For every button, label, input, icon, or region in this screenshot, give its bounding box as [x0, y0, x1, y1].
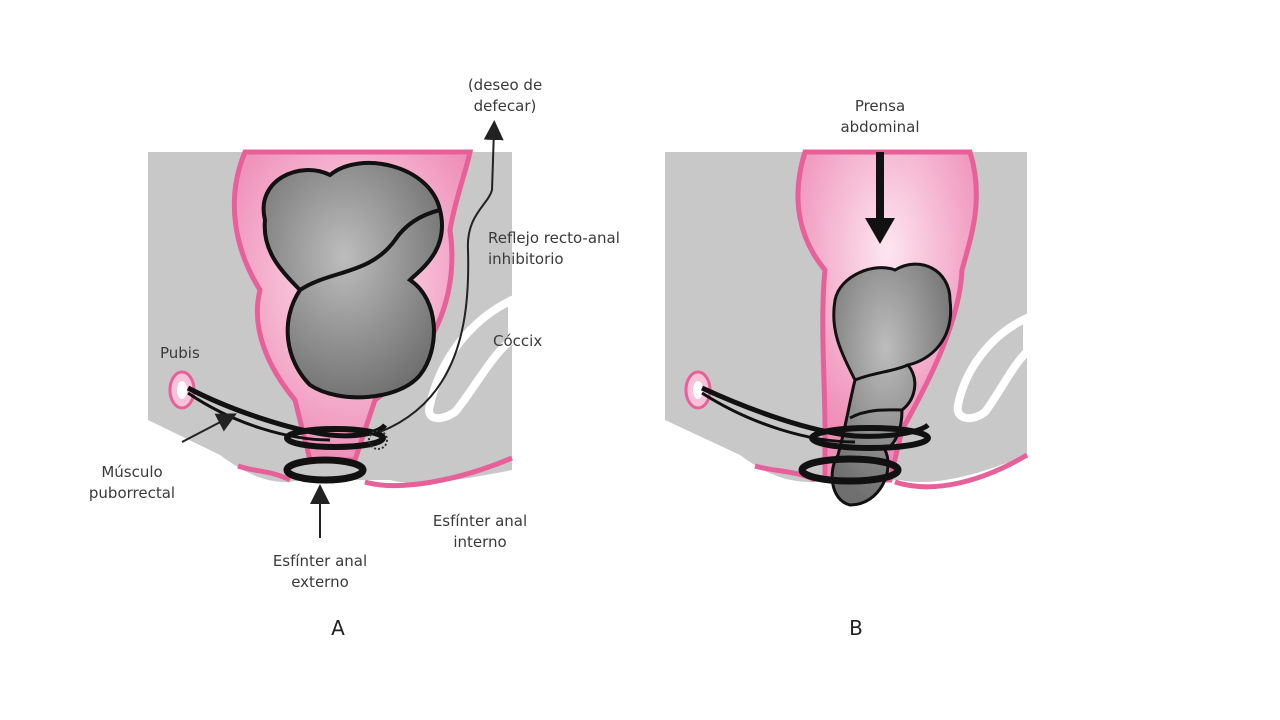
external-sphincter-ring-b [798, 455, 902, 485]
panel-b-letter: B [849, 616, 863, 640]
press-arrow-head [865, 218, 895, 244]
internal-sphincter-ring [284, 426, 386, 450]
panel-a: (deseo de defecar) Reflejo recto-anal in… [88, 76, 620, 640]
external-sphincter-label: Esfínter anal externo [272, 552, 368, 591]
panel-b-illustration [665, 149, 1031, 507]
urge-label: (deseo de defecar) [467, 76, 543, 115]
panel-a-illustration [148, 120, 516, 538]
reflex-arrow [379, 120, 504, 433]
coccyx-shape-b [953, 311, 1031, 423]
panel-b: Prensa abdominal B [640, 0, 1280, 720]
external-sphincter-ring [283, 456, 367, 484]
puborectalis-pointer [181, 413, 237, 443]
puborectalis-label: Músculo puborrectal [88, 463, 176, 502]
coccyx-shape [425, 293, 516, 423]
feces-mass [261, 160, 444, 400]
internal-sphincter-label: Esfínter anal interno [432, 512, 528, 551]
coccyx-label: Cóccix [493, 332, 543, 350]
panel-a-letter: A [331, 616, 345, 640]
press-label: Prensa abdominal [840, 97, 920, 136]
internal-sphincter-ring-b [809, 425, 931, 451]
press-arrow-shaft [876, 152, 884, 224]
pubis-label: Pubis [160, 344, 200, 362]
reflex-label: Reflejo recto-anal inhibitorio [488, 229, 620, 268]
